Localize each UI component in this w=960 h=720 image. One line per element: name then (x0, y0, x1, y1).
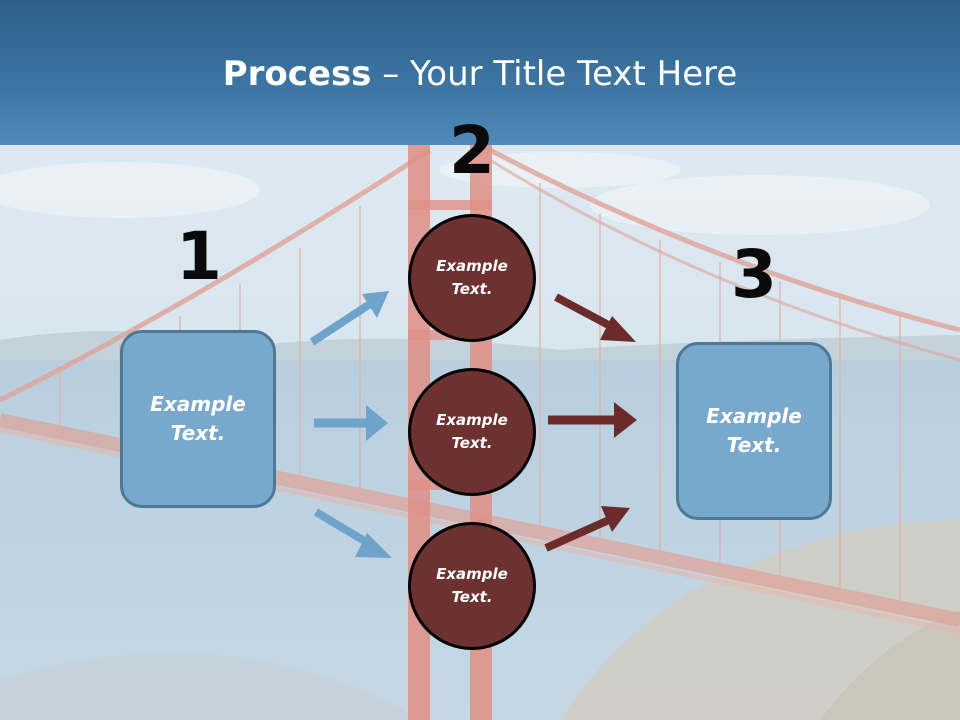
arrow-middle-to-right (548, 402, 637, 438)
arrow-bottom-to-right (544, 506, 630, 552)
circle-middle-label: Example Text. (436, 411, 508, 452)
page-title: Process – Your Title Text Here (0, 52, 960, 96)
arrow-left-to-top (309, 291, 389, 346)
arrow-left-to-bottom (313, 508, 392, 558)
left-box-label: Example Text. (150, 392, 246, 445)
circle-middle: Example Text. (408, 368, 536, 496)
circle-top-label: Example Text. (436, 257, 508, 298)
circle-bottom: Example Text. (408, 522, 536, 650)
right-text-box: Example Text. (676, 342, 832, 520)
right-box-label: Example Text. (706, 404, 802, 457)
circle-top: Example Text. (408, 214, 536, 342)
title-bold: Process (222, 54, 372, 94)
step-number-3: 3 (731, 236, 777, 313)
title-banner (0, 0, 960, 145)
title-rest: – Your Title Text Here (371, 54, 738, 94)
arrow-left-to-middle (314, 405, 388, 441)
arrow-top-to-right (554, 293, 636, 342)
step-number-2: 2 (449, 112, 495, 189)
left-text-box: Example Text. (120, 330, 276, 508)
circle-bottom-label: Example Text. (436, 565, 508, 606)
step-number-1: 1 (176, 218, 222, 295)
